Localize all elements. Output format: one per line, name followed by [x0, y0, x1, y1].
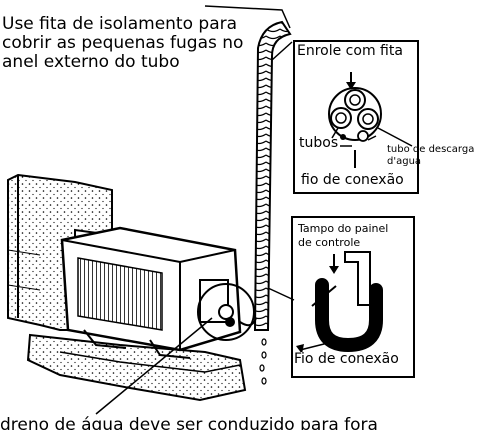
tube-cross-section	[328, 72, 413, 168]
lower-inset-box	[291, 216, 415, 378]
control-panel-illustration	[296, 251, 383, 354]
tubes-label: tubos	[299, 135, 339, 151]
main-instruction-note: Use fita de isolamento para cobrir as pe…	[2, 14, 244, 72]
zoom-circle	[197, 283, 255, 341]
drain-tube-label: tubo de descarga d'agua	[387, 144, 475, 167]
outdoor-unit	[60, 226, 242, 359]
wrap-with-tape-label: Enrole com fita	[297, 43, 403, 59]
unit-front-grill	[77, 257, 163, 331]
leader-lines	[95, 5, 295, 415]
pipe-bundle	[239, 20, 292, 331]
drain-drops	[259, 338, 267, 385]
connection-valves	[218, 304, 234, 320]
drain-note: dreno de água deve ser conduzido para fo…	[0, 416, 378, 430]
connection-wire-label-lower: Fio de conexão	[294, 351, 399, 367]
upper-inset-box	[293, 40, 419, 194]
connection-wire-label-upper: fio de conexão	[301, 172, 404, 188]
ground-base	[26, 333, 247, 402]
control-panel-cover-label: Tampo do painel de controle	[298, 222, 389, 249]
